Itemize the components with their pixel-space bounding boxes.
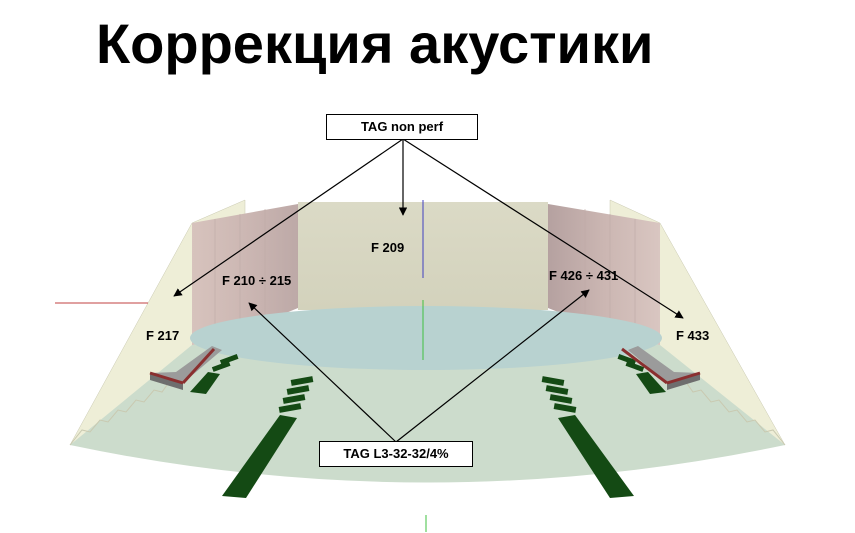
seating-left xyxy=(190,354,314,498)
rail-left xyxy=(149,346,222,390)
seating-right xyxy=(541,354,666,498)
callout-arrows-bottom xyxy=(248,289,590,443)
rail-right xyxy=(621,346,701,390)
tag-l3-callout: TAG L3-32-32/4% xyxy=(319,441,473,467)
zone-label-f217: F 217 xyxy=(146,328,180,343)
zone-label-f433: F 433 xyxy=(676,328,710,343)
callout-arrows-top xyxy=(173,138,684,319)
audience-floor xyxy=(70,322,785,483)
zone-label-f209: F 209 xyxy=(371,240,405,255)
tag-non-perf-callout: TAG non perf xyxy=(326,114,478,140)
zone-label-f210-215: F 210 ÷ 215 xyxy=(222,273,292,288)
zone-label-f426-431: F 426 ÷ 431 xyxy=(549,268,619,283)
slide-title: Коррекция акустики xyxy=(96,12,654,75)
stage-floor xyxy=(190,306,662,370)
